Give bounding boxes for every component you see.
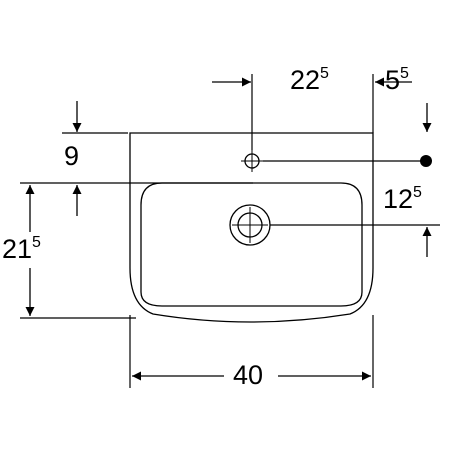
basin-outline (129, 132, 374, 323)
extension-lines (20, 74, 440, 388)
tap-hole-reference-dot (420, 155, 432, 167)
drain-symbol (229, 204, 271, 246)
dim-front-to-drain: 215 (2, 234, 41, 264)
tap-hole-symbol (241, 150, 263, 172)
dim-tap-to-drain: 125 (383, 184, 422, 214)
basin-bowl (140, 182, 363, 307)
dim-tap-hole-offset: 225 (290, 65, 329, 95)
dim-back-to-tap-hole: 9 (64, 141, 80, 171)
dim-rim-to-wall: 55 (385, 65, 409, 95)
dimension-lines (25, 77, 432, 381)
dim-overall-width: 40 (233, 360, 264, 390)
